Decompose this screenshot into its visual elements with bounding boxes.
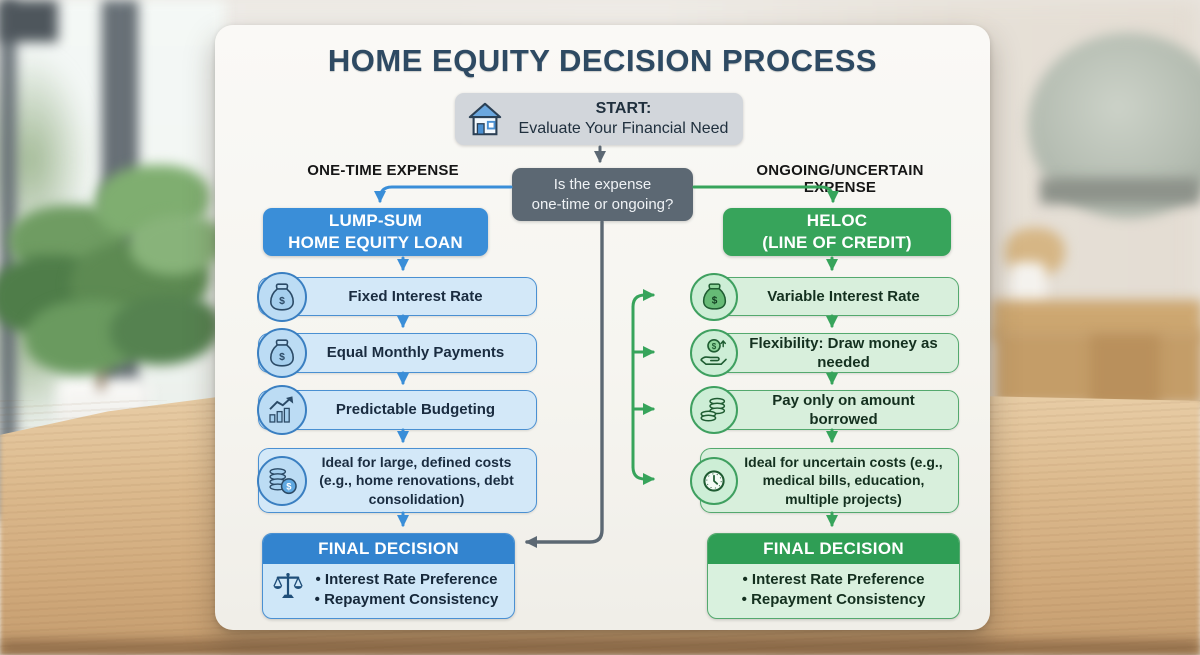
coin-stack-icon: $ — [257, 455, 307, 506]
flow-item-label: Ideal for large, defined costs (e.g., ho… — [319, 454, 514, 507]
house-icon — [466, 100, 504, 138]
flow-item-label: Predictable Budgeting — [335, 401, 496, 419]
plant-leaf — [110, 295, 220, 365]
svg-text:$: $ — [279, 296, 285, 307]
flow-item-fixed-rate: $ Fixed Interest Rate — [257, 271, 537, 322]
flow-item-pay-only-borrowed: Pay only on amount borrowed — [690, 386, 959, 434]
lump-sum-line2: HOME EQUITY LOAN — [288, 233, 463, 252]
plant-leaf — [130, 215, 225, 275]
final-decision-left: FINAL DECISION • Interest Rate Preferenc… — [262, 533, 515, 619]
final-bullet: • Interest Rate Preference — [742, 571, 925, 588]
branch-label-one-time: ONE-TIME EXPENSE — [307, 162, 459, 179]
final-bullet: • Repayment Consistency — [741, 591, 926, 609]
final-decision-title: FINAL DECISION — [263, 534, 514, 564]
clock-icon — [690, 456, 738, 505]
svg-text:$: $ — [711, 295, 717, 306]
infographic-card: HOME EQUITY DECISION PROCESS START: Eval… — [215, 25, 990, 630]
hand-coin-icon: $ — [690, 329, 738, 377]
flow-item-label: Equal Monthly Payments — [326, 344, 505, 362]
branch-label-ongoing: ONGOING/UNCERTAIN EXPENSE — [756, 162, 924, 196]
balance-scale-icon — [271, 570, 305, 609]
coin-stack-icon — [690, 386, 738, 434]
svg-text:$: $ — [279, 352, 285, 363]
flow-item-flexibility: $ Flexibility: Draw money as needed — [690, 329, 959, 377]
flow-item-label: Ideal for uncertain costs (e.g., medical… — [744, 454, 943, 507]
flow-item-predictable-budgeting: Predictable Budgeting — [257, 385, 537, 435]
flow-item-label: Fixed Interest Rate — [348, 287, 483, 305]
heloc-line2: (LINE OF CREDIT) — [762, 233, 912, 252]
svg-text:$: $ — [286, 481, 292, 491]
final-bullet: • Repayment Consistency — [314, 591, 499, 609]
final-decision-title: FINAL DECISION — [708, 534, 959, 564]
heloc-line1: HELOC — [806, 211, 868, 231]
start-label: START: Evaluate Your Financial Need — [504, 99, 743, 139]
flow-item-label: Pay only on amount borrowed — [772, 391, 915, 429]
final-bullet: • Interest Rate Preference — [315, 571, 498, 588]
table-edge-shadow — [0, 641, 1200, 655]
money-bag-icon: $ — [257, 328, 307, 378]
lump-sum-line1: LUMP-SUM — [328, 211, 423, 231]
money-bag-icon: $ — [690, 272, 738, 321]
heloc-header: HELOC (LINE OF CREDIT) — [723, 208, 951, 256]
decision-line2: one-time or ongoing? — [531, 195, 674, 213]
flow-item-label: Flexibility: Draw money as needed — [749, 334, 938, 372]
lump-sum-header: LUMP-SUM HOME EQUITY LOAN — [263, 208, 488, 256]
flow-item-variable-rate: $ Variable Interest Rate — [690, 272, 959, 321]
flow-item-equal-payments: $ Equal Monthly Payments — [257, 328, 537, 378]
money-bag-icon: $ — [257, 271, 307, 322]
decision-node: Is the expense one-time or ongoing? — [512, 168, 693, 221]
svg-text:$: $ — [712, 342, 717, 351]
start-text: Evaluate Your Financial Need — [518, 120, 729, 137]
flow-item-ideal-uncertain-costs: Ideal for uncertain costs (e.g., medical… — [690, 448, 959, 513]
window-frame-corner — [0, 0, 58, 42]
page-title: HOME EQUITY DECISION PROCESS — [327, 43, 878, 78]
start-node: START: Evaluate Your Financial Need — [455, 93, 743, 145]
flow-item-ideal-large-costs: $ Ideal for large, defined costs (e.g., … — [257, 448, 537, 513]
final-decision-right: FINAL DECISION • Interest Rate Preferenc… — [707, 533, 960, 619]
bar-chart-icon — [257, 385, 307, 435]
chair — [1090, 335, 1160, 405]
decision-line1: Is the expense — [553, 176, 652, 193]
window-frame-bar — [0, 0, 16, 520]
mirror-shelf-shadow — [1040, 178, 1200, 204]
start-prefix: START: — [595, 100, 652, 117]
flow-item-label: Variable Interest Rate — [767, 287, 920, 305]
